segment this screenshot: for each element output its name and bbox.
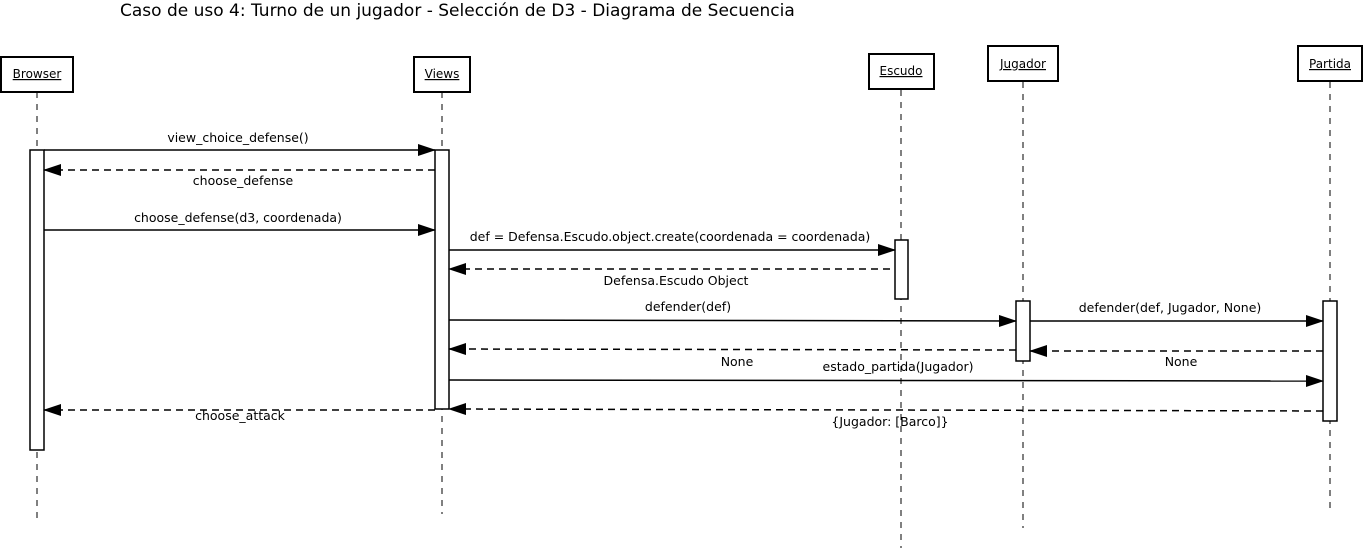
activations: [29, 149, 1338, 451]
message-label-defender-def: defender(def): [645, 299, 731, 314]
participant-label-views: Views: [425, 67, 460, 81]
participant-escudo: Escudo: [868, 53, 935, 90]
message-label-estado-return: {Jugador: [Barco]}: [831, 414, 948, 429]
message-label-estado-partida: estado_partida(Jugador): [823, 359, 974, 374]
message-label-view-choice-defense: view_choice_defense(): [167, 130, 308, 145]
activation-jugador: [1015, 300, 1031, 362]
participant-views: Views: [413, 56, 471, 93]
message-arrow-defender-def: [448, 314, 1017, 327]
activation-partida: [1322, 300, 1338, 422]
messages: [43, 144, 1324, 416]
message-label-escudo-create: def = Defensa.Escudo.object.create(coord…: [470, 229, 871, 244]
message-label-partida-none-return: None: [1165, 354, 1198, 369]
activation-views: [434, 149, 450, 410]
lifelines: [36, 82, 1331, 548]
message-arrow-jugador-none-return: [448, 343, 1017, 356]
message-label-defender-partida: defender(def, Jugador, None): [1079, 300, 1262, 315]
participant-jugador: Jugador: [987, 45, 1059, 82]
activation-browser: [29, 149, 45, 451]
message-labels: view_choice_defense() choose_defense cho…: [134, 130, 1261, 429]
message-arrow-estado-return: [448, 403, 1324, 416]
message-label-choose-defense-return: choose_defense: [193, 173, 294, 188]
participant-browser: Browser: [0, 56, 74, 93]
message-arrow-estado-partida: [448, 374, 1324, 387]
diagram-title: Caso de uso 4: Turno de un jugador - Sel…: [120, 1, 795, 21]
message-label-choose-attack-return: choose_attack: [195, 408, 286, 423]
participant-label-jugador: Jugador: [999, 57, 1046, 71]
activation-escudo: [894, 239, 909, 300]
message-label-jugador-none-return: None: [721, 354, 754, 369]
participant-label-partida: Partida: [1309, 57, 1351, 71]
participant-label-escudo: Escudo: [880, 64, 923, 78]
message-label-choose-defense-call: choose_defense(d3, coordenada): [134, 210, 342, 225]
message-label-escudo-object-return: Defensa.Escudo Object: [604, 273, 749, 288]
participant-label-browser: Browser: [13, 67, 62, 81]
participant-partida: Partida: [1297, 45, 1363, 82]
